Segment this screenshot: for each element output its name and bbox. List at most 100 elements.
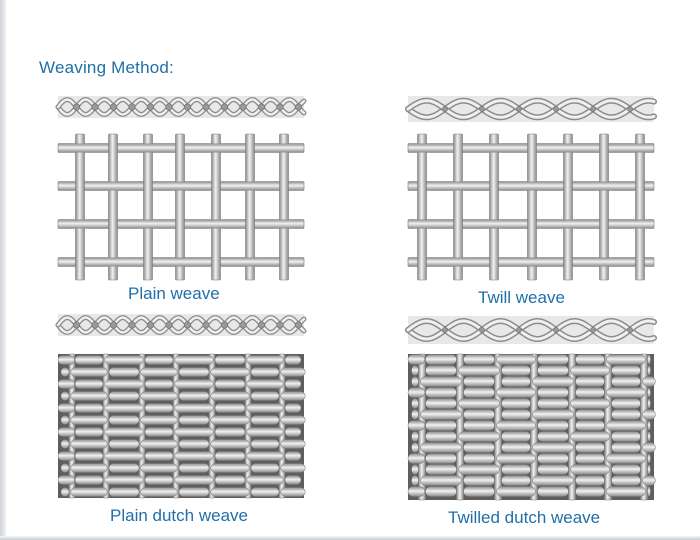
mesh-warp-wire (279, 133, 289, 281)
dense-weft-segment (70, 487, 108, 497)
dense-weft-segment (425, 420, 457, 431)
dense-weft-segment (463, 420, 495, 431)
dense-weft-segment (108, 463, 140, 473)
dense-weft-segment (70, 415, 108, 425)
mesh-crossover (275, 143, 293, 153)
dense-warp-wire (244, 353, 252, 499)
dense-weft-segment (140, 367, 178, 377)
dense-weft-segment (178, 415, 210, 425)
dense-weft-segment (411, 431, 419, 442)
crosssection-wire-highlight (406, 319, 656, 341)
dense-weft-segment (284, 451, 302, 461)
dense-weft-segment (570, 365, 610, 376)
mesh-crossover (241, 257, 259, 267)
dense-weft-segment (210, 439, 250, 449)
dense-weft-segment (178, 487, 210, 497)
dense-weft-segment (246, 379, 284, 389)
dense-weft-segment (174, 403, 214, 413)
crosssection-wire-highlight (406, 319, 656, 341)
dense-weft-segment (570, 398, 610, 409)
dense-weft-segment (280, 415, 306, 425)
dense-weft-segment (144, 403, 174, 413)
dense-weft-segment (74, 427, 104, 437)
dense-weft-segment (611, 376, 641, 387)
dense-weft-segment (140, 391, 178, 401)
dense-weft-segment (425, 486, 457, 497)
mesh-warp-wire (635, 133, 645, 281)
dense-weft-segment (575, 409, 605, 420)
dense-weft-segment (463, 453, 495, 464)
dense-weft-segment (570, 464, 610, 475)
dense-weft-segment (140, 487, 178, 497)
dense-weft-segment (532, 409, 574, 420)
dense-weft-segment (575, 420, 605, 431)
dense-weft-segment (57, 451, 75, 461)
mesh-crossover (631, 219, 649, 229)
dense-weft-segment (250, 439, 280, 449)
dense-weft-segment (250, 487, 280, 497)
crosssection-dot (239, 321, 247, 329)
dense-weft-segment (458, 398, 500, 409)
dense-weft-segment (537, 464, 569, 475)
dense-weft-segment (178, 463, 210, 473)
dense-weft-segment (496, 354, 536, 365)
dense-weft-segment (246, 355, 284, 365)
dense-weft-segment (575, 442, 605, 453)
mesh-crossover (104, 181, 122, 191)
crosssection-dot (553, 106, 559, 112)
dense-weft-segment (280, 439, 306, 449)
crosssection-dot (257, 321, 265, 329)
dense-weft-segment (537, 365, 569, 376)
dense-weft-segment (57, 475, 75, 485)
dense-weft-segment (280, 463, 306, 473)
dense-weft-segment (214, 475, 246, 485)
dense-weft-segment (458, 464, 500, 475)
dense-weft-segment (496, 420, 536, 431)
crosssection-dot (627, 106, 633, 112)
dense-weft-segment (60, 367, 70, 377)
dense-weft-segment (411, 365, 419, 376)
dense-weft-segment (174, 355, 214, 365)
dense-weft-segment (611, 431, 641, 442)
crosssection-dot (184, 321, 192, 329)
mesh-crossover (559, 143, 577, 153)
mesh-crossover (559, 219, 577, 229)
dense-weft-segment (210, 367, 250, 377)
dense-weft-segment (570, 431, 610, 442)
crosssection-dot (73, 321, 81, 329)
dense-weft-segment (60, 391, 70, 401)
dense-warp-wire (68, 353, 76, 499)
mesh-crossover (139, 143, 157, 153)
left-edge-shadow (0, 0, 6, 540)
dense-weft-segment (537, 354, 569, 365)
dense-weft-segment (425, 453, 457, 464)
mesh-crossover (171, 257, 189, 267)
dense-weft-segment (425, 365, 457, 376)
mesh-warp-wire (75, 133, 85, 281)
dense-weft-segment (647, 453, 651, 464)
dense-weft-segment (411, 464, 419, 475)
crosssection-dot (590, 106, 596, 112)
dense-weft-segment (420, 376, 462, 387)
crosssection-dot (91, 321, 99, 329)
dense-weft-segment (411, 376, 419, 387)
dense-weft-segment (611, 475, 641, 486)
crosssection-dot (442, 327, 448, 333)
dense-weft-segment (70, 391, 108, 401)
dense-weft-segment (647, 365, 651, 376)
dense-weft-segment (284, 475, 302, 485)
crosssection-dot (479, 327, 485, 333)
crosssection-dot (590, 327, 596, 333)
mesh-crossover (104, 257, 122, 267)
dense-mesh-background (58, 354, 304, 498)
mesh-crossover (71, 219, 89, 229)
dense-weft-segment (284, 355, 302, 365)
dense-weft-segment (501, 464, 531, 475)
dense-weft-segment (250, 367, 280, 377)
dense-weft-segment (463, 376, 495, 387)
dense-weft-segment (420, 475, 462, 486)
mesh-warp-wire (417, 133, 427, 281)
